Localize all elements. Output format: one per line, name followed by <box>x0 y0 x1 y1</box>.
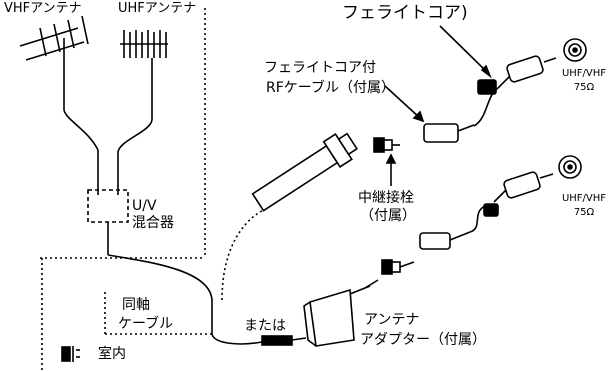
jack-top-label-line1: UHF/VHF <box>561 68 607 79</box>
feeder-connector <box>251 132 359 212</box>
relay-plug-label-line1: 中継接栓 <box>358 190 414 206</box>
rf-cable-upper <box>423 55 557 143</box>
relay-plug-lower <box>381 259 415 275</box>
coax-plug <box>261 335 293 346</box>
coax-label-line2: ケーブル <box>118 316 174 332</box>
ferrite-cable-label-line1: フェライトコア付 <box>264 60 376 76</box>
rf-cable-lower <box>419 171 554 250</box>
jack-bottom-label-line2: 75Ω <box>573 207 595 218</box>
uhf-antenna-label: UHFアンテナ <box>118 1 197 16</box>
ferrite-core-label: フェライトコア) <box>342 3 468 23</box>
mixer-label-line2: 混合器 <box>132 215 174 231</box>
adapter-label-line1: アンテナ <box>364 312 420 328</box>
coax-plug-tip <box>291 337 307 341</box>
vhf-antenna-label: VHFアンテナ <box>4 1 82 16</box>
mixer-box <box>87 189 129 223</box>
jack-top-label-line2: 75Ω <box>573 82 595 93</box>
relay-plug-upper <box>373 137 400 153</box>
coax-cable <box>107 254 263 345</box>
adapter-label-line2: アダプター（付属） <box>360 332 486 348</box>
cable-arrow <box>384 85 421 119</box>
antenna-adapter-icon <box>303 279 379 347</box>
jack-bottom-label-line1: UHF/VHF <box>561 193 607 204</box>
coax-label-line1: 同軸 <box>122 297 150 313</box>
wall-socket-icon <box>61 346 80 362</box>
relay-plug-label-line2: （付属） <box>360 208 416 224</box>
or-label: または <box>244 318 286 334</box>
cable-arrowhead <box>412 110 425 123</box>
ferrite-cable-label-line2: RFケーブル（付属） <box>266 80 395 96</box>
jack-top-icon <box>563 38 587 62</box>
feeder-dotted <box>221 207 269 301</box>
mixer-label-line1: U/V <box>132 198 157 214</box>
indoor-label: 室内 <box>98 346 126 362</box>
ferrite-arrowhead <box>480 64 492 79</box>
jack-bottom-icon <box>558 155 582 179</box>
relay-plug-arrowhead <box>385 153 397 164</box>
vhf-antenna-icon <box>19 15 99 151</box>
ferrite-arrow <box>439 25 488 73</box>
uhf-antenna-icon <box>117 30 168 153</box>
